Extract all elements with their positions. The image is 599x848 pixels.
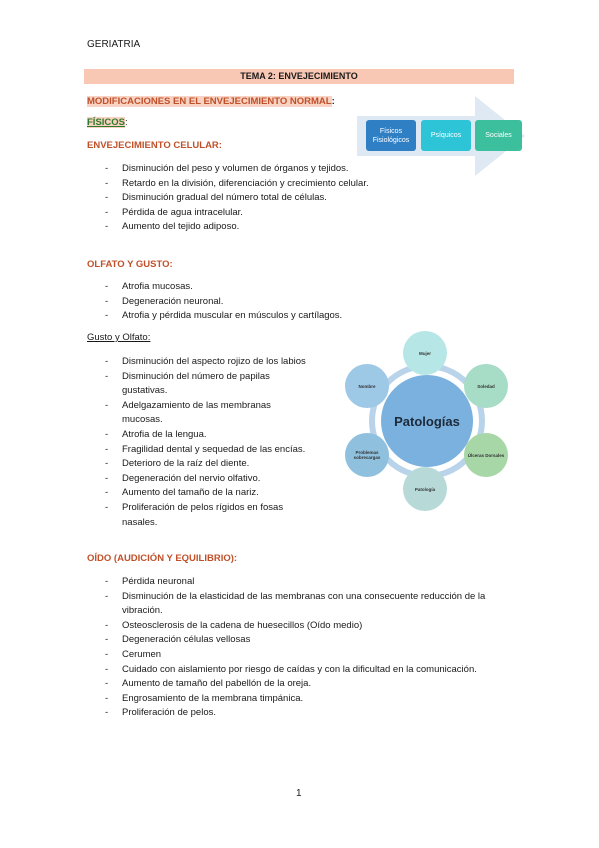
page-number: 1 xyxy=(296,788,302,799)
fisicos-heading: FÍSICOS: xyxy=(87,117,128,128)
list-item: Proliferación de pelos rígidos en fosas … xyxy=(105,501,312,530)
fisicos-colon: : xyxy=(125,117,128,128)
list-item: Cerumen xyxy=(105,648,515,663)
olfato-heading: OLFATO Y GUSTO: xyxy=(87,259,173,270)
cycle-node-ulceras: Úlceras Dorsales xyxy=(464,433,508,477)
list-item: Adelgazamiento de las membranas mucosas. xyxy=(105,399,302,428)
list-item: Aumento del tamaño de la nariz. xyxy=(105,486,340,501)
list-item: Cuidado con aislamiento por riesgo de ca… xyxy=(105,663,482,678)
subtitle-colon: : xyxy=(331,96,335,107)
arrow-dots xyxy=(495,166,509,174)
list-item: Pérdida neuronal xyxy=(105,575,515,590)
course-header: GERIATRIA xyxy=(87,39,141,50)
list-item: Atrofia y pérdida muscular en músculos y… xyxy=(105,309,435,324)
list-item: Disminución de la elasticidad de las mem… xyxy=(105,590,515,619)
cycle-node-soledad: Soledad xyxy=(464,364,508,408)
cycle-center: Patologías xyxy=(381,375,473,467)
arrow-box-sociales: Sociales xyxy=(475,120,522,151)
celular-heading: ENVEJECIMIENTO CELULAR: xyxy=(87,140,222,151)
section-subtitle: MODIFICACIONES EN EL ENVEJECIMIENTO NORM… xyxy=(87,96,335,107)
fisicos-label: FÍSICOS xyxy=(87,117,126,128)
list-item: Aumento del tejido adiposo. xyxy=(105,220,350,235)
list-item: Atrofia de la lengua. xyxy=(105,428,340,443)
oido-list: Pérdida neuronal Disminución de la elast… xyxy=(105,575,515,721)
oido-heading: OÍDO (AUDICIÓN Y EQUILIBRIO): xyxy=(87,553,238,564)
list-item: Degeneración células vellosas xyxy=(105,633,515,648)
list-item: Aumento de tamaño del pabellón de la ore… xyxy=(105,677,515,692)
cycle-node-nombre: Nombre xyxy=(345,364,389,408)
page-title: TEMA 2: ENVEJECIMIENTO xyxy=(84,69,514,84)
list-item: Disminución del peso y volumen de órgano… xyxy=(105,162,350,177)
list-item: Disminución del número de papilas gustat… xyxy=(105,370,297,399)
arrow-box-psiquicos: Psíquicos xyxy=(421,120,471,151)
list-item: Atrofia mucosas. xyxy=(105,280,435,295)
list-item: Pérdida de agua intracelular. xyxy=(105,206,350,221)
list-item: Degeneración del nervio olfativo. xyxy=(105,472,340,487)
celular-list: Disminución del peso y volumen de órgano… xyxy=(105,162,369,235)
list-item: Disminución gradual del número total de … xyxy=(105,191,452,206)
subtitle-text: MODIFICACIONES EN EL ENVEJECIMIENTO NORM… xyxy=(87,96,332,107)
list-item: Disminución del aspecto rojizo de los la… xyxy=(105,355,340,370)
cycle-node-patologia: Patología xyxy=(403,467,447,511)
gusto-list: Disminución del aspecto rojizo de los la… xyxy=(105,355,340,530)
list-item: Retardo en la división, diferenciación y… xyxy=(105,177,452,192)
list-item: Deterioro de la raíz del diente. xyxy=(105,457,340,472)
list-item: Fragilidad dental y sequedad de las encí… xyxy=(105,443,340,458)
arrow-box-fisicos: Físicos Fisiológicos xyxy=(366,120,416,151)
list-item: Engrosamiento de la membrana timpánica. xyxy=(105,692,515,707)
gusto-heading: Gusto y Olfato: xyxy=(87,332,151,343)
olfato-list: Atrofia mucosas. Degeneración neuronal. … xyxy=(105,280,435,324)
cycle-node-mujer: Mujer xyxy=(403,331,447,375)
list-item: Osteosclerosis de la cadena de huesecill… xyxy=(105,619,515,634)
list-item: Proliferación de pelos. xyxy=(105,706,515,721)
list-item: Degeneración neuronal. xyxy=(105,295,435,310)
cycle-node-problemas: Problemas sobrecargas xyxy=(345,433,389,477)
